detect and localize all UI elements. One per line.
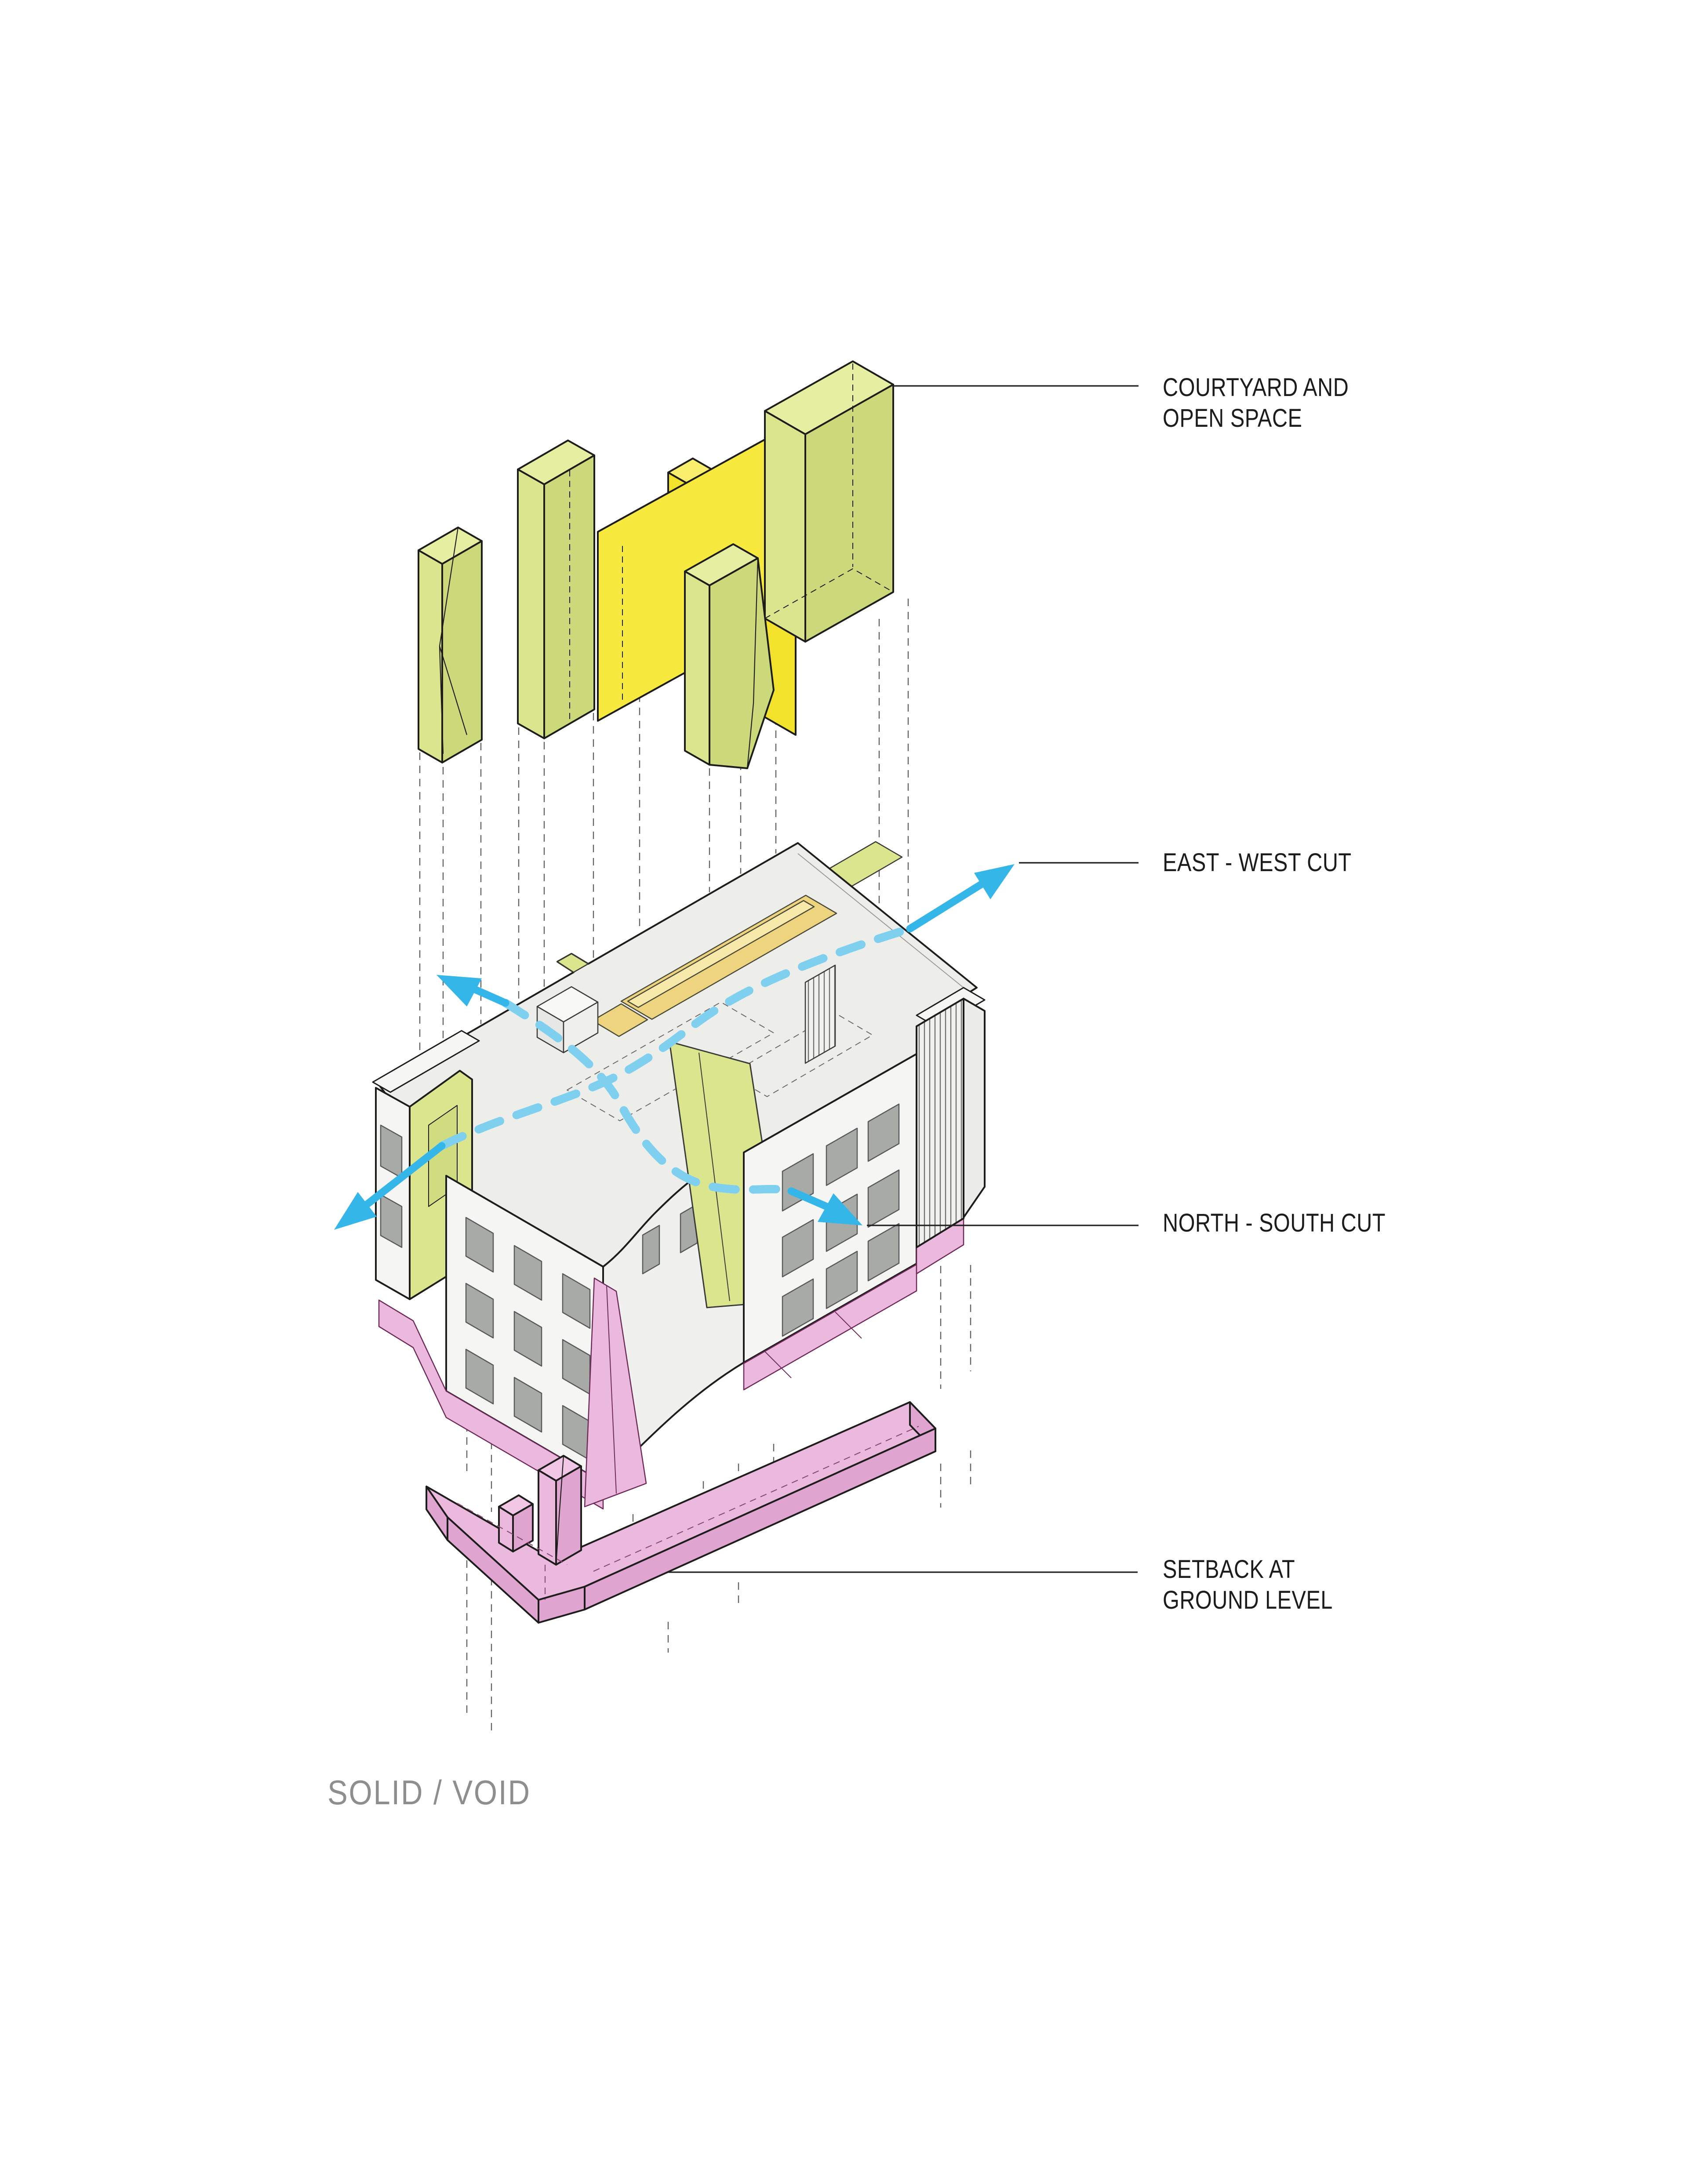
building-mass — [373, 842, 985, 1509]
stair-parapet-hatch — [805, 965, 835, 1063]
east-west-cut-dashed-path — [442, 929, 910, 1146]
rooftop-box — [537, 987, 598, 1053]
right-tower-hatch — [917, 999, 964, 1247]
annotation-north-south-cut: NORTH - SOUTH CUT — [1163, 1208, 1386, 1239]
annotation-east-west-cut: EAST - WEST CUT — [1163, 847, 1351, 878]
roof-notch-green — [557, 954, 588, 972]
arrowhead-nw — [437, 975, 482, 1007]
arrowhead-sw — [334, 1192, 377, 1230]
north-south-cut-arrow — [437, 975, 862, 1225]
setback-bumps — [499, 1456, 581, 1565]
annotation-line: EAST - WEST CUT — [1163, 848, 1352, 877]
building-pink-base — [379, 1218, 964, 1509]
annotation-line: NORTH - SOUTH CUT — [1163, 1209, 1386, 1237]
north-south-cut-dashed-path — [506, 1003, 791, 1191]
court-windows — [643, 1204, 697, 1274]
facade-pink-wedge — [585, 1278, 646, 1507]
east-west-cut-arrow — [334, 864, 1015, 1230]
annotation-line: COURTYARD AND — [1163, 373, 1349, 402]
page-title-text: SOLID / VOID — [327, 1773, 531, 1812]
page-title: SOLID / VOID — [327, 1774, 531, 1811]
annotation-line: GROUND LEVEL — [1163, 1586, 1333, 1614]
roof-courtyard-deck — [593, 895, 837, 1036]
green-volume-right — [765, 361, 893, 642]
left-wing-facade — [446, 1176, 603, 1483]
left-end-windows — [381, 1125, 402, 1247]
courtyard-volumes — [418, 361, 893, 768]
green-volume-far-left — [418, 527, 482, 763]
arrowhead-ne — [974, 864, 1015, 899]
annotation-courtyard-open-space: COURTYARD AND OPEN SPACE — [1163, 372, 1349, 434]
annotation-line: OPEN SPACE — [1163, 404, 1302, 432]
green-volume-slanted — [685, 544, 774, 768]
green-volume-mid-left — [518, 440, 594, 738]
annotation-setback-ground-level: SETBACK AT GROUND LEVEL — [1163, 1554, 1333, 1616]
setback-slab — [426, 1402, 935, 1623]
annotation-line: SETBACK AT — [1163, 1555, 1295, 1584]
right-tower — [917, 988, 985, 1247]
leader-lines — [668, 386, 1139, 1572]
left-wing-windows — [466, 1217, 590, 1460]
arrowhead-se — [818, 1193, 862, 1225]
setback-hidden-edges — [457, 1426, 919, 1600]
